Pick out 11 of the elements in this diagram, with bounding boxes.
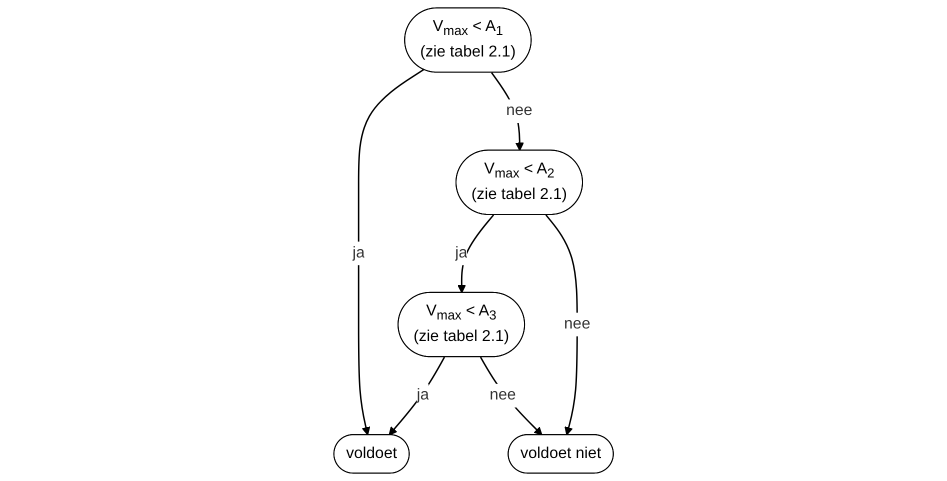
edge-label: ja	[352, 244, 365, 262]
arrow	[457, 214, 494, 294]
arrow	[358, 69, 424, 436]
edge-label: nee	[490, 386, 516, 404]
edge-label: nee	[564, 316, 590, 332]
arrow	[545, 214, 578, 436]
arrow	[388, 356, 445, 436]
edge-label: nee	[506, 102, 532, 120]
arrow	[480, 356, 542, 436]
edge-label: ja	[455, 244, 468, 262]
edge-label: ja	[416, 386, 429, 404]
